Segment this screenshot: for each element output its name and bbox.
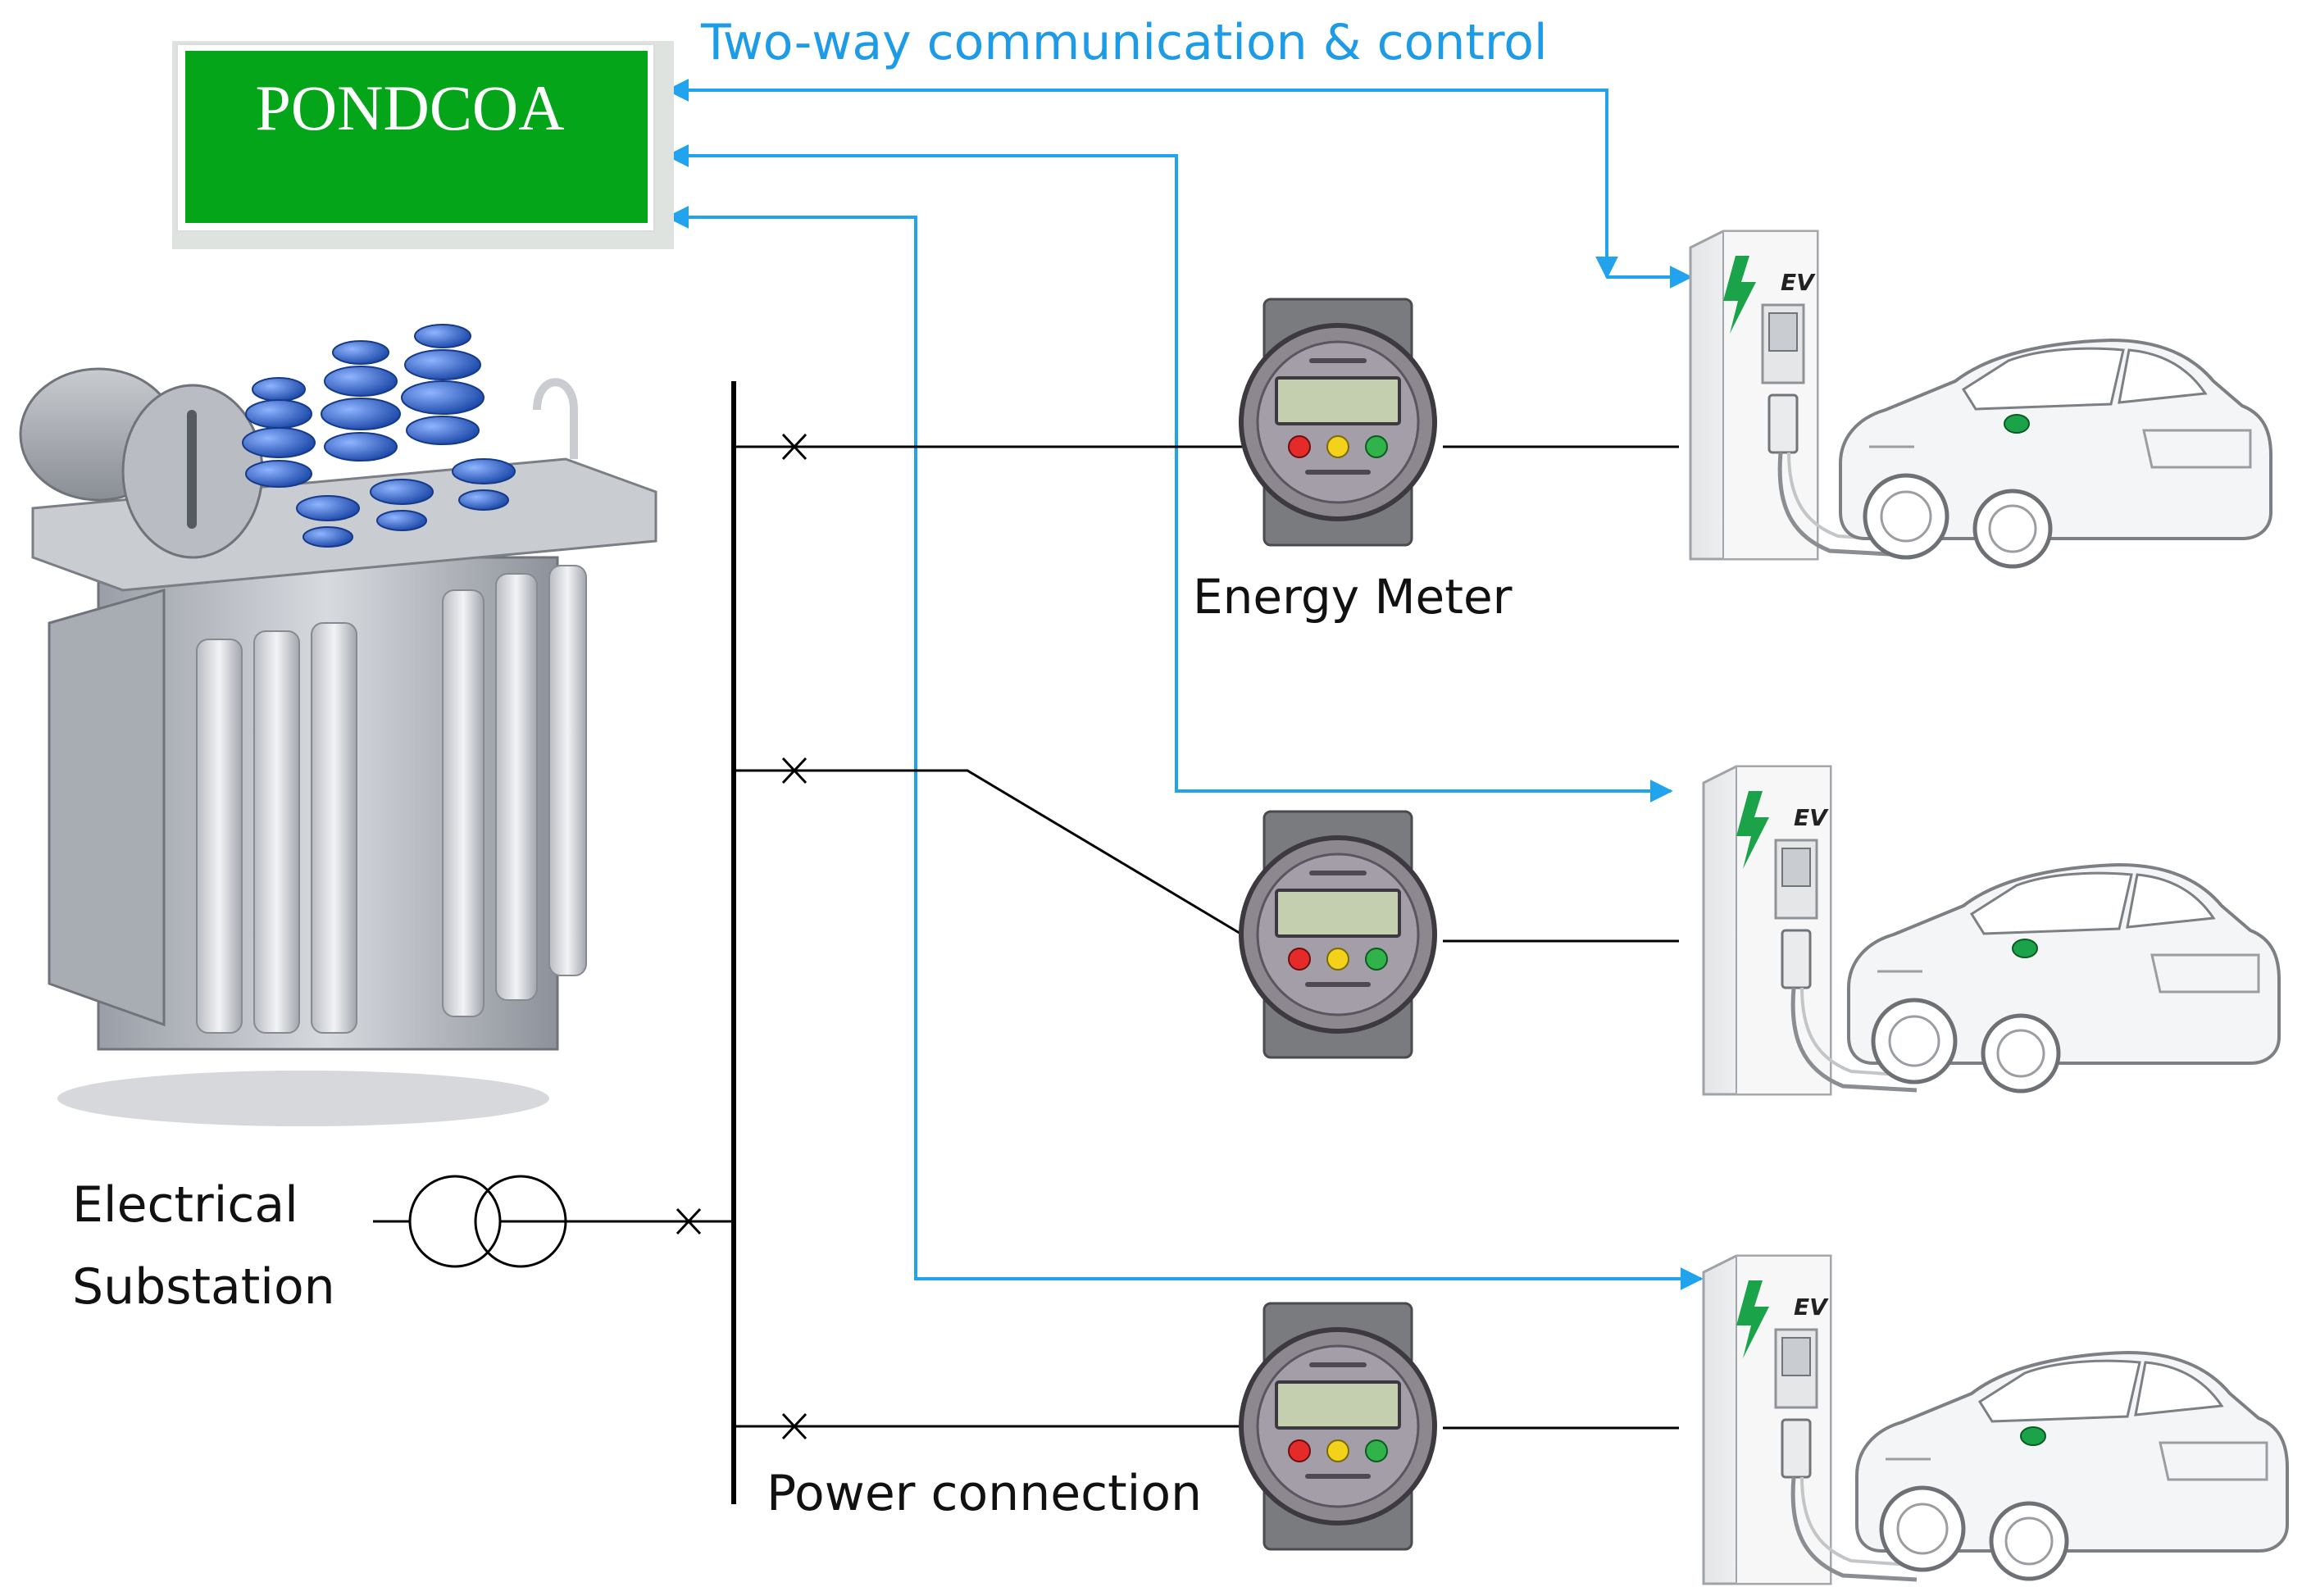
- circuit-breakers: [676, 433, 808, 1440]
- comm-line-charger-3: [666, 206, 1704, 1290]
- comm-line-charger-2: [666, 144, 1673, 803]
- energy-meter-2: [1241, 812, 1435, 1057]
- ev-charger-2: EV: [1704, 766, 1921, 1094]
- electric-car-3: [1857, 1353, 2287, 1579]
- energy-meter-1: [1241, 299, 1435, 545]
- power-connection-label: Power connection: [767, 1465, 1202, 1522]
- communication-label: Two-way communication & control: [700, 14, 1548, 71]
- electric-car-2: [1849, 865, 2279, 1091]
- pondcoa-controller: PONDCOA: [172, 41, 674, 249]
- electric-car-1: [1840, 340, 2271, 566]
- substation-label-line1: Electrical: [72, 1176, 298, 1234]
- energy-meter-label: Energy Meter: [1193, 569, 1513, 625]
- controller-label: PONDCOA: [255, 72, 564, 143]
- controller-box: [185, 51, 648, 223]
- ev-charger-3: EV: [1704, 1256, 1921, 1584]
- energy-meter-3: [1241, 1303, 1435, 1549]
- transformer-symbol: [408, 1175, 567, 1268]
- ev-charger-1: EV: [1690, 231, 1908, 559]
- transformer-illustration: [19, 324, 657, 1126]
- power-wiring: [373, 381, 1679, 1504]
- substation-label-line2: Substation: [72, 1258, 335, 1316]
- charger-badge-1: EV: [1781, 269, 1816, 296]
- comm-line-charger-1: [666, 79, 1618, 280]
- communication-lines: [666, 79, 1704, 1290]
- feeder-line-2: [734, 769, 1243, 936]
- charger-badge-2: EV: [1794, 804, 1829, 831]
- charger-badge-3: EV: [1794, 1294, 1829, 1321]
